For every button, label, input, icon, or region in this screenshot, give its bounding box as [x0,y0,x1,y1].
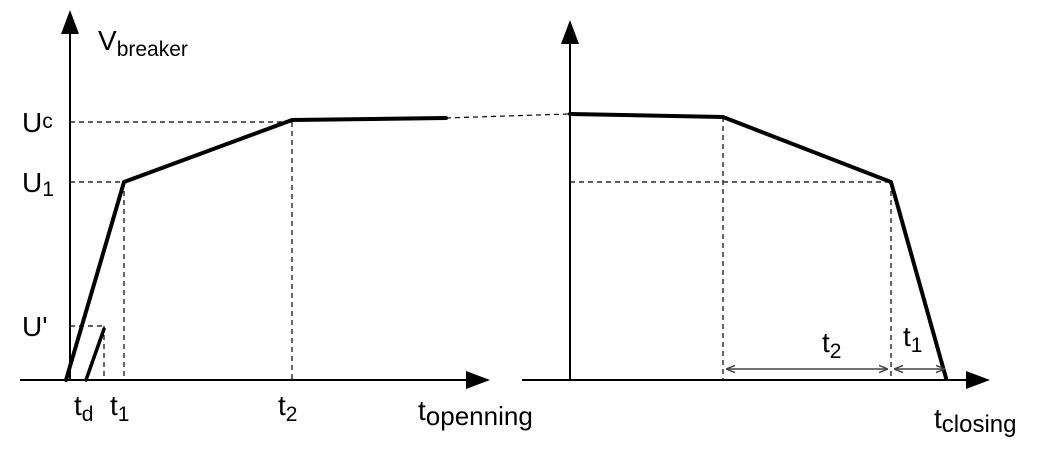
t1-span-label: t1 [903,321,922,357]
uc-continuation-line [445,113,569,119]
u1-label: U1 [22,167,54,201]
right-y-axis-arrow [561,20,579,44]
uprime-label: U' [22,311,48,342]
left-x-axis-arrow [466,371,490,389]
left-y-axis-arrow [61,10,79,34]
td-label: td [74,390,93,426]
uc-label: Uc [22,107,53,138]
t2-label: t2 [278,390,297,426]
t-opening-label: topenning [418,395,533,431]
td-slope-segment [84,327,106,382]
closing-voltage-curve [568,112,948,380]
t1-label: t1 [110,390,129,426]
right-x-axis-arrow [966,371,990,389]
v-breaker-label: Vbreaker [98,25,188,61]
opening-voltage-curve [64,116,448,382]
t2-span-label: t2 [822,327,841,363]
t-closing-label: tclosing [934,403,1017,438]
